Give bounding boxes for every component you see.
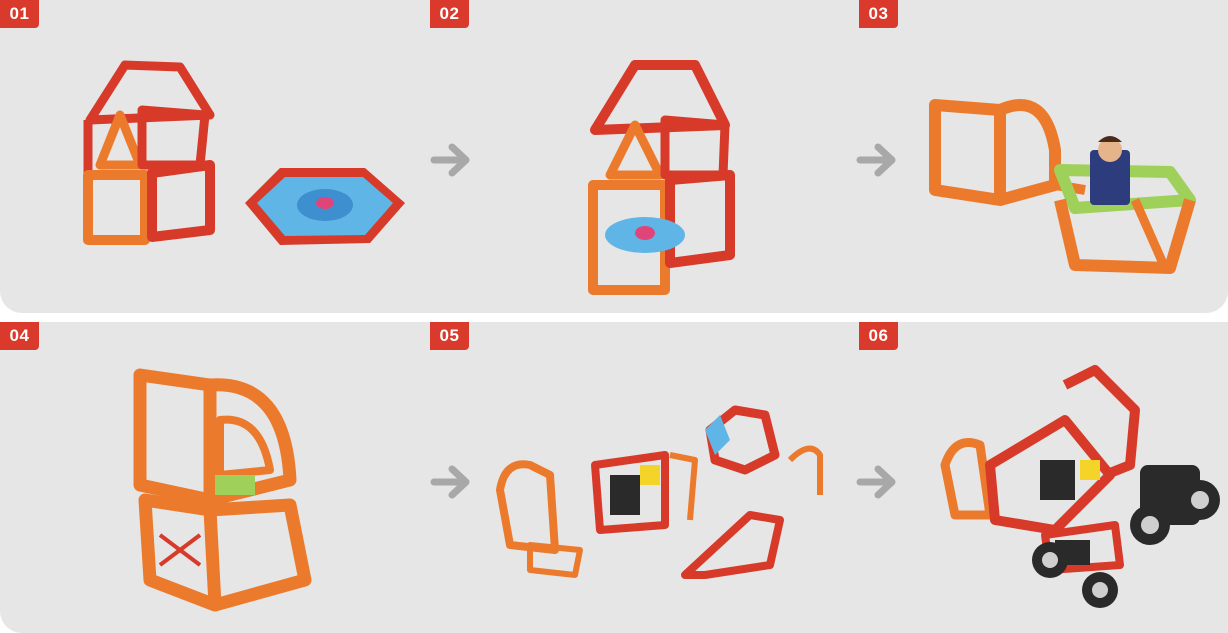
step-badge-05: 05	[430, 322, 469, 350]
step-03-illustration	[925, 90, 1215, 280]
arrow-right-icon	[430, 462, 474, 502]
step-badge-02: 02	[430, 0, 469, 28]
step-04-illustration	[120, 360, 320, 620]
step-06-illustration	[935, 365, 1225, 620]
step-badge-01: 01	[0, 0, 39, 28]
step-badge-04: 04	[0, 322, 39, 350]
step-02-illustration	[575, 55, 775, 295]
step-01-illustration	[60, 55, 420, 255]
arrow-right-icon	[430, 140, 474, 180]
step-badge-03: 03	[859, 0, 898, 28]
step-05-illustration	[490, 400, 830, 600]
step-badge-06: 06	[859, 322, 898, 350]
arrow-right-icon	[856, 140, 900, 180]
arrow-right-icon	[856, 462, 900, 502]
